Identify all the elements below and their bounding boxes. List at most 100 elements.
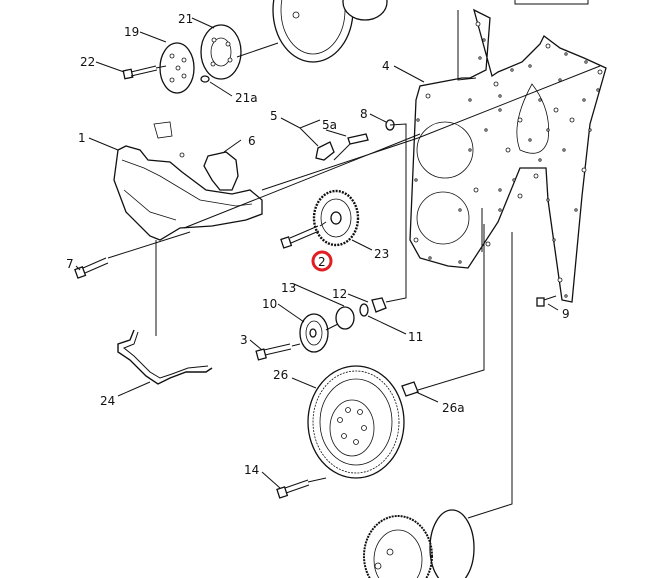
callout-labels: 1 2 3 4 5 5a 6 7 8 9 10 11 12 13 14 19 2… [66, 12, 570, 477]
cover-inner-contour [516, 83, 550, 154]
sprocket-21 [200, 24, 242, 80]
callout-24: 24 [100, 394, 115, 408]
cover-hole [564, 52, 568, 56]
cover-hole [414, 178, 418, 182]
ring-11 [359, 303, 369, 317]
cover-hole [512, 178, 516, 182]
bolt-22 [122, 65, 158, 80]
cover-hole [517, 117, 523, 123]
cover-hole [538, 158, 542, 162]
callout-2: 2 [318, 255, 326, 269]
seal-13 [335, 306, 355, 330]
highlight-ring [311, 250, 333, 272]
top-gear [272, 0, 388, 63]
cover-hole [546, 128, 550, 132]
bottom-gear [363, 515, 433, 578]
cover-hole [416, 118, 420, 122]
cover-hole [517, 193, 523, 199]
bolt-7 [74, 257, 109, 279]
callout-23: 23 [374, 247, 389, 261]
sensor-clip [153, 121, 173, 139]
callout-10: 10 [262, 297, 277, 311]
cover-hole [458, 260, 462, 264]
cover-hole [468, 148, 472, 152]
callout-26: 26 [273, 368, 288, 382]
bolt-3 [255, 343, 292, 361]
cover-hole [425, 93, 431, 99]
cover-hole [597, 69, 603, 75]
cover-hole [505, 147, 511, 153]
lever-5 [315, 141, 335, 161]
pipe-24 [117, 329, 213, 385]
callout-22: 22 [80, 55, 95, 69]
cover-hole [478, 56, 482, 60]
cover-hole [510, 68, 514, 72]
cover-hole [528, 138, 532, 142]
cover-hole [582, 98, 586, 102]
cover-19 [159, 42, 195, 94]
cover-hole [558, 78, 562, 82]
bolt-14 [276, 479, 310, 499]
callout-19: 19 [124, 25, 139, 39]
cover-hole [533, 173, 539, 179]
bracket-bolt [179, 152, 185, 158]
callout-13: 13 [281, 281, 296, 295]
cover-hole [482, 38, 486, 42]
cover-hole [553, 107, 559, 113]
cover-bore-lower [416, 191, 470, 245]
cover-hole [557, 277, 563, 283]
timing-cover-plate [409, 8, 607, 303]
cover-hole [458, 208, 462, 212]
cover-hole [545, 43, 551, 49]
cover-bore-upper [416, 121, 474, 179]
cover-hole [538, 98, 542, 102]
cover-hole [484, 128, 488, 132]
cover-hole [574, 208, 578, 212]
callout-4: 4 [382, 59, 390, 73]
leader-lines [75, 17, 559, 489]
callout-3: 3 [240, 333, 248, 347]
cover-hole [428, 256, 432, 260]
callout-12: 12 [332, 287, 347, 301]
bracket-rib [121, 159, 253, 207]
sleeve-12 [371, 297, 387, 313]
cover-hole [498, 108, 502, 112]
idler-gear-23 [312, 189, 360, 247]
cover-hole [552, 238, 556, 242]
callout-9: 9 [562, 307, 570, 321]
cover-hole [584, 60, 588, 64]
cover-hole [569, 117, 575, 123]
pin-5a [347, 133, 369, 145]
cover-hole [468, 98, 472, 102]
callout-14: 14 [244, 463, 259, 477]
callout-26a: 26a [442, 401, 465, 415]
callout-11: 11 [408, 330, 423, 344]
cover-hole [473, 187, 479, 193]
cover-hole [493, 81, 499, 87]
cover-hole [413, 237, 419, 243]
cover-hole [546, 198, 550, 202]
housing-bracket [113, 121, 263, 241]
cover-hole [498, 94, 502, 98]
bolt-2 [280, 225, 320, 249]
cover-hole [475, 21, 481, 27]
cover-hole [498, 188, 502, 192]
gasket-6 [203, 151, 239, 191]
frame-box-fragment [514, 0, 589, 5]
cover-hole [596, 88, 600, 92]
cover-hole [485, 241, 491, 247]
callout-5: 5 [270, 109, 278, 123]
cover-hole [588, 128, 592, 132]
callout-8: 8 [360, 107, 368, 121]
sleeve-26a [401, 381, 419, 397]
callout-21: 21 [178, 12, 193, 26]
hub-10 [299, 313, 329, 353]
flywheel-26 [307, 365, 405, 479]
cover-hole [528, 64, 532, 68]
cover-hole [581, 167, 587, 173]
callout-21a: 21a [235, 91, 258, 105]
bolt-9 [536, 295, 557, 307]
cover-hole [564, 294, 568, 298]
